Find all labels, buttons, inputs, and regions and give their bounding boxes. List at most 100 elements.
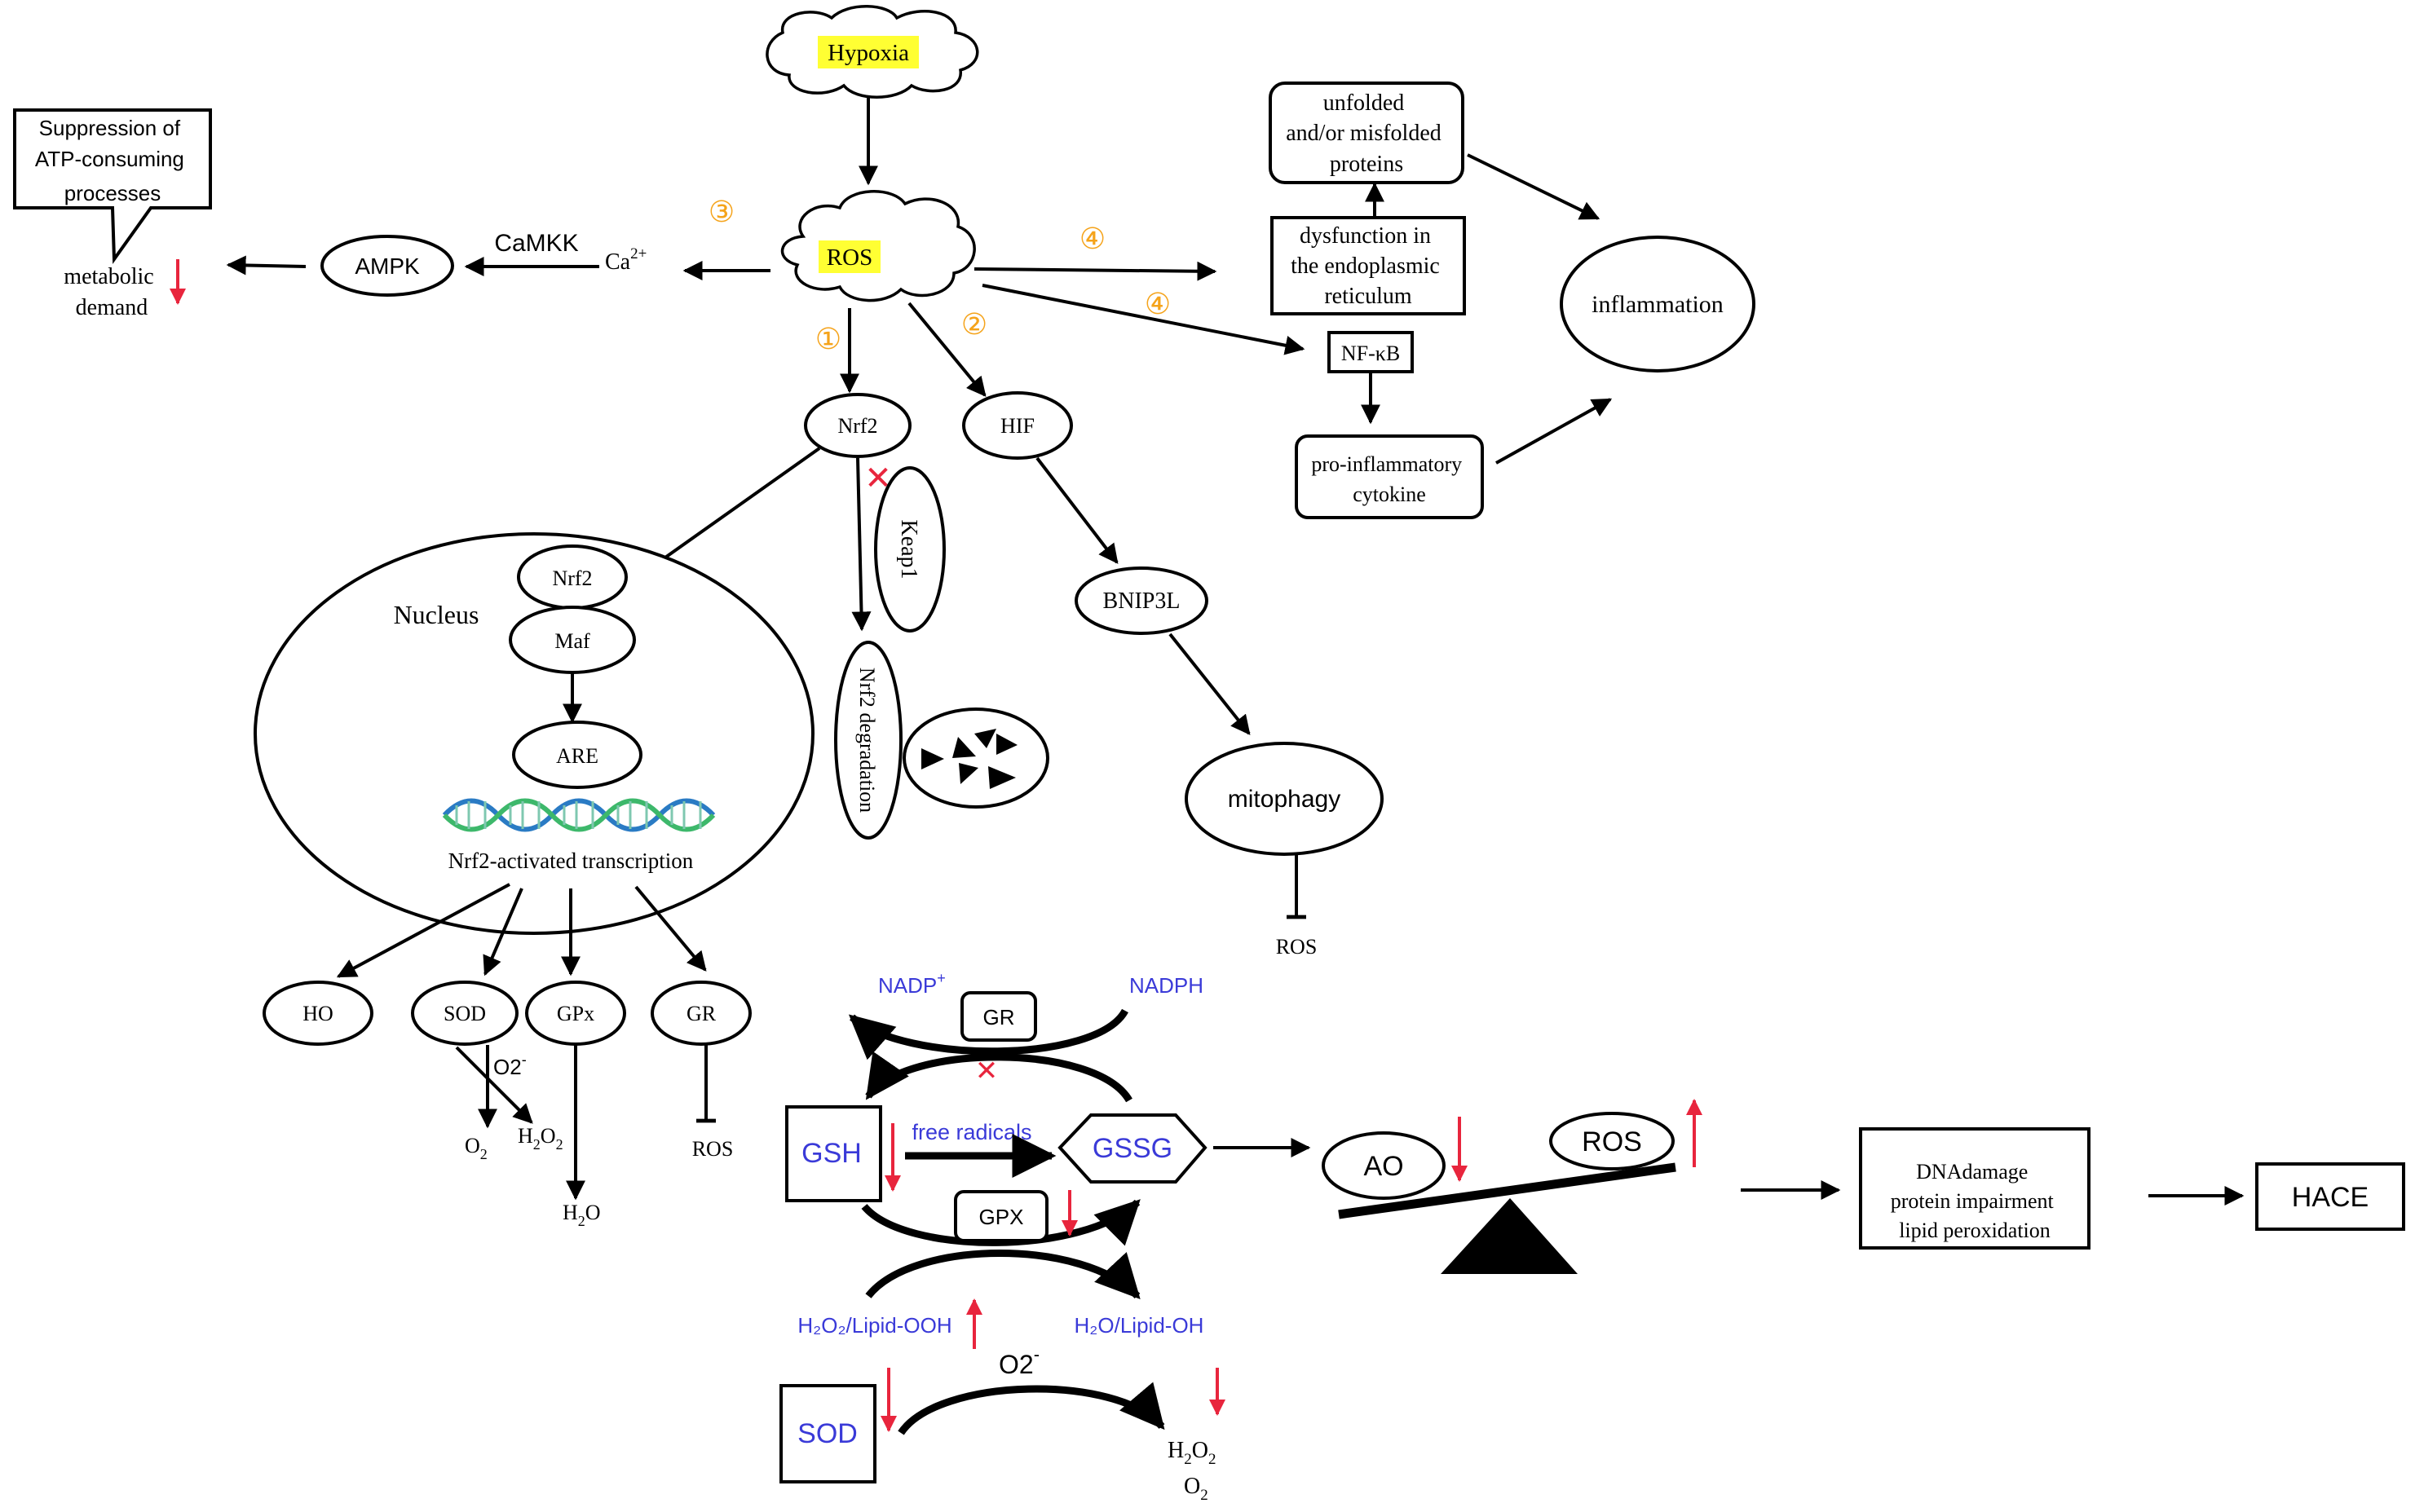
gpx-h2o-label: H2O xyxy=(563,1201,601,1229)
arrow-ampk-metabolic xyxy=(226,255,307,276)
svg-text:DNAdamage protein impairme: DNAdamage protein impairment lipid perox… xyxy=(1891,1160,2060,1242)
free-radicals-label: free radicals xyxy=(912,1120,1031,1144)
h2o2-lipid-label: H₂O₂/Lipid-OOH xyxy=(797,1313,951,1338)
cytokine-line-1: pro-inflammatory xyxy=(1311,452,1462,476)
sod-h2o2-product: H2O2 xyxy=(1168,1438,1216,1468)
nadph-label: NADPH xyxy=(1129,973,1203,998)
step-4b: ④ xyxy=(1145,287,1171,320)
arrow-sod-h2o2 xyxy=(455,1046,533,1124)
sod-label: SOD xyxy=(444,1002,486,1025)
arrow-unfolded-inflammation xyxy=(1467,153,1600,220)
arrow-ros-nfkb xyxy=(982,284,1305,355)
are-label: ARE xyxy=(556,744,598,768)
nadph-curve-arrow xyxy=(848,1008,1128,1060)
arrow-tx-gr xyxy=(634,885,707,972)
unfolded-line-1: unfolded xyxy=(1323,90,1405,116)
bnip3l-node xyxy=(1075,566,1208,635)
atp-callout: Suppression of ATP-consuming processes xyxy=(13,108,212,264)
gsh-label: GSH xyxy=(801,1138,862,1169)
mitophagy-label: mitophagy xyxy=(1228,786,1340,813)
step-2: ② xyxy=(961,307,987,341)
gssg-hexagon xyxy=(1057,1113,1208,1184)
metabolic-label: metabolic xyxy=(64,264,153,289)
cytokine-box xyxy=(1295,434,1484,519)
er-line-1: dysfunction in xyxy=(1300,223,1431,249)
arrow-hif-bnip3l xyxy=(1035,456,1119,564)
arrow-ros-er xyxy=(974,261,1217,281)
ampk-node xyxy=(320,235,454,297)
step-3: ③ xyxy=(709,195,735,228)
gr-enzyme-label: GR xyxy=(983,1005,1015,1029)
sod-substrate-label: O2- xyxy=(493,1051,527,1079)
hypoxia-label: Hypoxia xyxy=(828,40,909,66)
callout-line-3: processes xyxy=(64,181,161,205)
sod-o2-label: O2 xyxy=(465,1134,488,1162)
er-line-3: reticulum xyxy=(1324,284,1412,309)
svg-text:unfolded and/or misfolded: unfolded and/or misfolded proteins xyxy=(1286,90,1447,177)
arrow-ros-hif xyxy=(907,302,987,397)
arrow-nrf2-degradation xyxy=(851,457,872,632)
hace-box xyxy=(2255,1162,2405,1231)
damage-line-1: DNAdamage xyxy=(1916,1160,2028,1184)
transcription-label: Nrf2-activated transcription xyxy=(448,849,694,873)
balance-fulcrum xyxy=(1441,1198,1578,1274)
bnip3l-label: BNIP3L xyxy=(1103,588,1181,614)
sod-h2o2-label: H2O2 xyxy=(518,1124,563,1153)
damage-box xyxy=(1859,1127,2090,1250)
callout-line-1: Suppression of xyxy=(39,116,181,140)
svg-text:pro-inflammatory cytokine: pro-inflammatory cytokine xyxy=(1311,452,1467,506)
nadp-label: NADP+ xyxy=(878,970,946,998)
ros-balance-node xyxy=(1549,1112,1675,1170)
sod-enzyme-box xyxy=(779,1384,876,1483)
svg-text:Suppression of ATP-consu: Suppression of ATP-consuming processes xyxy=(35,116,190,205)
gpx-node xyxy=(525,981,626,1046)
ros-cloud: ROS xyxy=(780,190,976,302)
ros-label: ROS xyxy=(827,245,872,271)
are-node xyxy=(512,721,642,789)
keap1-node xyxy=(874,466,946,633)
degradation-label: Nrf2 degradation xyxy=(855,668,879,813)
nucleus-label: Nucleus xyxy=(394,600,479,629)
mitophagy-node xyxy=(1185,742,1384,856)
arrow-nrf2-nucleus xyxy=(636,447,821,579)
arrow-bnip3l-mitophagy xyxy=(1168,633,1251,735)
hypoxia-cloud: Hypoxia xyxy=(766,5,979,99)
balance-beam xyxy=(1338,1162,1676,1219)
gsh-box xyxy=(785,1105,882,1202)
ao-label: AO xyxy=(1363,1151,1403,1182)
degradation-node xyxy=(834,641,903,840)
unfolded-line-3: proteins xyxy=(1330,152,1403,177)
h2o-lipid-label: H₂O/Lipid-OH xyxy=(1075,1313,1204,1338)
maf-label: Maf xyxy=(554,629,590,653)
gpx-enzyme-label: GPX xyxy=(979,1205,1024,1229)
sod-node xyxy=(411,981,519,1046)
unfolded-line-2: and/or misfolded xyxy=(1286,121,1441,146)
callout-line-2: ATP-consuming xyxy=(35,147,184,171)
nfkb-label: NF-κB xyxy=(1341,342,1400,365)
gpx-enzyme-box xyxy=(954,1190,1049,1242)
gr-node xyxy=(651,981,752,1046)
hace-label: HACE xyxy=(2292,1182,2369,1213)
peroxide-curve xyxy=(865,1250,1141,1299)
nrf2-node xyxy=(804,393,912,458)
arrow-tx-sod xyxy=(483,888,523,976)
ca-label: Ca2+ xyxy=(605,245,647,275)
hif-node xyxy=(962,391,1073,460)
inflammation-node xyxy=(1560,236,1755,372)
er-line-2: the endoplasmic xyxy=(1291,253,1440,279)
nrf2-nuc-label: Nrf2 xyxy=(552,566,592,590)
inflammation-label: inflammation xyxy=(1592,291,1724,318)
sod-enzyme-label: SOD xyxy=(797,1418,858,1449)
ho-label: HO xyxy=(302,1002,333,1025)
gr-enzyme-box xyxy=(960,991,1037,1042)
hif-label: HIF xyxy=(1000,414,1035,438)
ao-node xyxy=(1322,1131,1446,1200)
gssg-to-gsh-curve xyxy=(865,1051,1132,1103)
ros-balance-label: ROS xyxy=(1582,1126,1642,1157)
gpx-label: GPx xyxy=(557,1002,594,1025)
damage-line-2: protein impairment xyxy=(1891,1189,2055,1213)
proteasome-icon xyxy=(903,708,1049,809)
damage-line-3: lipid peroxidation xyxy=(1899,1219,2051,1242)
dna-helix-icon xyxy=(442,798,716,832)
